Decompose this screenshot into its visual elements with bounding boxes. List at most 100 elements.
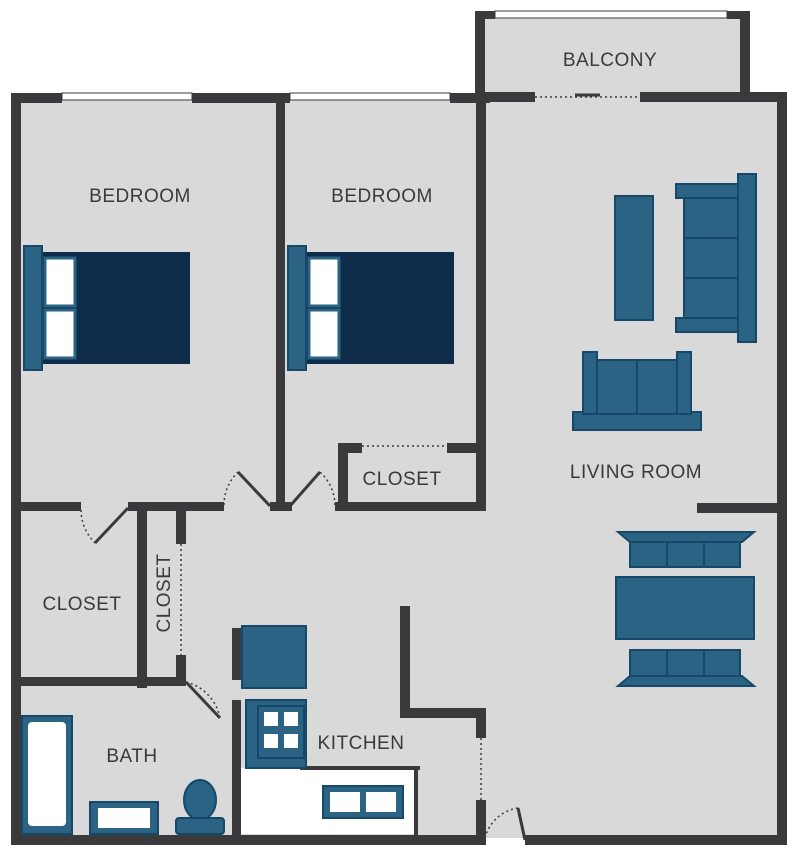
wall-balcony-top-left [475, 11, 495, 19]
closet-1-floor [18, 510, 140, 680]
sofa-back [737, 173, 757, 343]
wall-top-bed1-right [192, 93, 290, 103]
sofa [675, 173, 757, 343]
wall-closet2-top-left [338, 443, 362, 453]
vanity-basin [98, 808, 150, 828]
wall-top-bed2-right [450, 93, 490, 103]
wall-closet1-bath [11, 677, 186, 686]
bath-vanity [89, 801, 159, 835]
label-balcony: BALCONY [563, 50, 657, 71]
loveseat-seat-2 [636, 359, 678, 415]
bed-2-headboard [287, 245, 307, 371]
wall-bed2-living [476, 93, 486, 510]
wall-kitchen-counter-right [414, 766, 418, 836]
label-closet-bedroom-1: CLOSET [42, 594, 121, 615]
wall-bath-right [232, 700, 241, 845]
wall-top-bed1-left [11, 93, 62, 103]
bed-1-headboard [23, 245, 43, 371]
wall-balcony-left [475, 11, 485, 102]
balcony-window [494, 10, 728, 19]
refrigerator [241, 625, 307, 689]
wall-bed1-bottom-right [128, 502, 224, 511]
stove [245, 699, 307, 769]
sofa-seat-1 [683, 197, 739, 239]
label-bath: BATH [106, 746, 157, 767]
dining-bench-bottom-back [615, 675, 757, 687]
dining-table [615, 576, 755, 640]
label-bedroom-1: BEDROOM [89, 186, 191, 207]
door-entry-leaf [516, 807, 527, 841]
wall-pantry-right [476, 708, 486, 738]
bathtub [21, 715, 73, 835]
bed-2-pillow-bottom [307, 308, 341, 360]
bed-1 [23, 245, 190, 371]
bed-2 [287, 245, 454, 371]
loveseat [572, 351, 702, 431]
wall-kitchen-right [400, 606, 410, 718]
loveseat-arm-right [676, 351, 692, 415]
bedroom-2-window [289, 92, 451, 101]
wall-outer-bottom-left [11, 835, 485, 845]
dining-set [615, 531, 757, 687]
sofa-seat-3 [683, 277, 739, 319]
wall-closet1-right [137, 508, 147, 688]
wall-top-living-right [640, 92, 787, 102]
door-bed2-leaf [288, 471, 322, 507]
bathtub-basin [28, 722, 66, 826]
wall-kitchen-left [232, 628, 241, 680]
sofa-seat-2 [683, 237, 739, 279]
furniture [21, 173, 757, 835]
room-labels: BALCONY BEDROOM BEDROOM CLOSET LIVING RO… [42, 50, 702, 767]
loveseat-arm-left [582, 351, 598, 415]
kitchen-sink [322, 785, 404, 819]
label-kitchen: KITCHEN [318, 733, 405, 754]
doors [80, 93, 640, 841]
bed-2-pillow-top [307, 256, 341, 308]
kitchen-sink-basin-1 [330, 792, 360, 812]
walls [11, 11, 787, 845]
wall-top-living-left [475, 92, 535, 102]
wall-balcony-top-right [727, 11, 750, 19]
kitchen-sink-basin-2 [366, 792, 396, 812]
wall-kitchen-counter-top [300, 766, 420, 770]
toilet-bowl [183, 779, 217, 821]
wall-kitchen-right-corner [400, 708, 486, 718]
wall-outer-left [11, 93, 21, 845]
label-bedroom-2: BEDROOM [331, 186, 433, 207]
wall-bed1-bottom-left [11, 502, 81, 511]
wall-closet2-top-right [447, 443, 480, 453]
door-bath-arc [185, 681, 221, 719]
toilet-tank [175, 817, 225, 835]
door-closet1-leaf [93, 506, 130, 545]
loveseat-seat-1 [596, 359, 638, 415]
wall-outer-right [777, 92, 787, 845]
wall-hall-closet-bottom [176, 655, 186, 685]
dining-bench-top-back [615, 531, 757, 543]
toilet [175, 779, 225, 835]
door-bed1-leaf [236, 470, 272, 508]
wall-bed1-bed2 [276, 93, 285, 510]
wall-bed-divider-bottom [270, 502, 292, 511]
door-bath-leaf [184, 680, 222, 720]
stove-burner-2 [284, 712, 298, 726]
stove-burner-1 [264, 712, 278, 726]
balcony-floor [484, 18, 740, 98]
wall-bed2-bottom-right [335, 502, 486, 511]
stove-burner-4 [284, 734, 298, 748]
tv-stand [614, 195, 654, 321]
wall-living-partial [697, 503, 787, 513]
bed-1-pillow-top [43, 256, 77, 308]
label-living-room: LIVING ROOM [570, 462, 702, 483]
bedroom-1-window [61, 92, 193, 101]
wall-closet2-left [338, 443, 348, 510]
sofa-arm-top [675, 183, 739, 199]
wall-balcony-right [740, 11, 750, 102]
wall-pantry-right-bottom [476, 800, 486, 845]
stove-burner-3 [264, 734, 278, 748]
label-closet-hall: CLOSET [154, 553, 175, 632]
sofa-arm-bottom [675, 317, 739, 333]
dining-bench-bottom [629, 649, 741, 679]
wall-hall-closet-top [176, 510, 186, 544]
dining-bench-top [629, 538, 741, 568]
